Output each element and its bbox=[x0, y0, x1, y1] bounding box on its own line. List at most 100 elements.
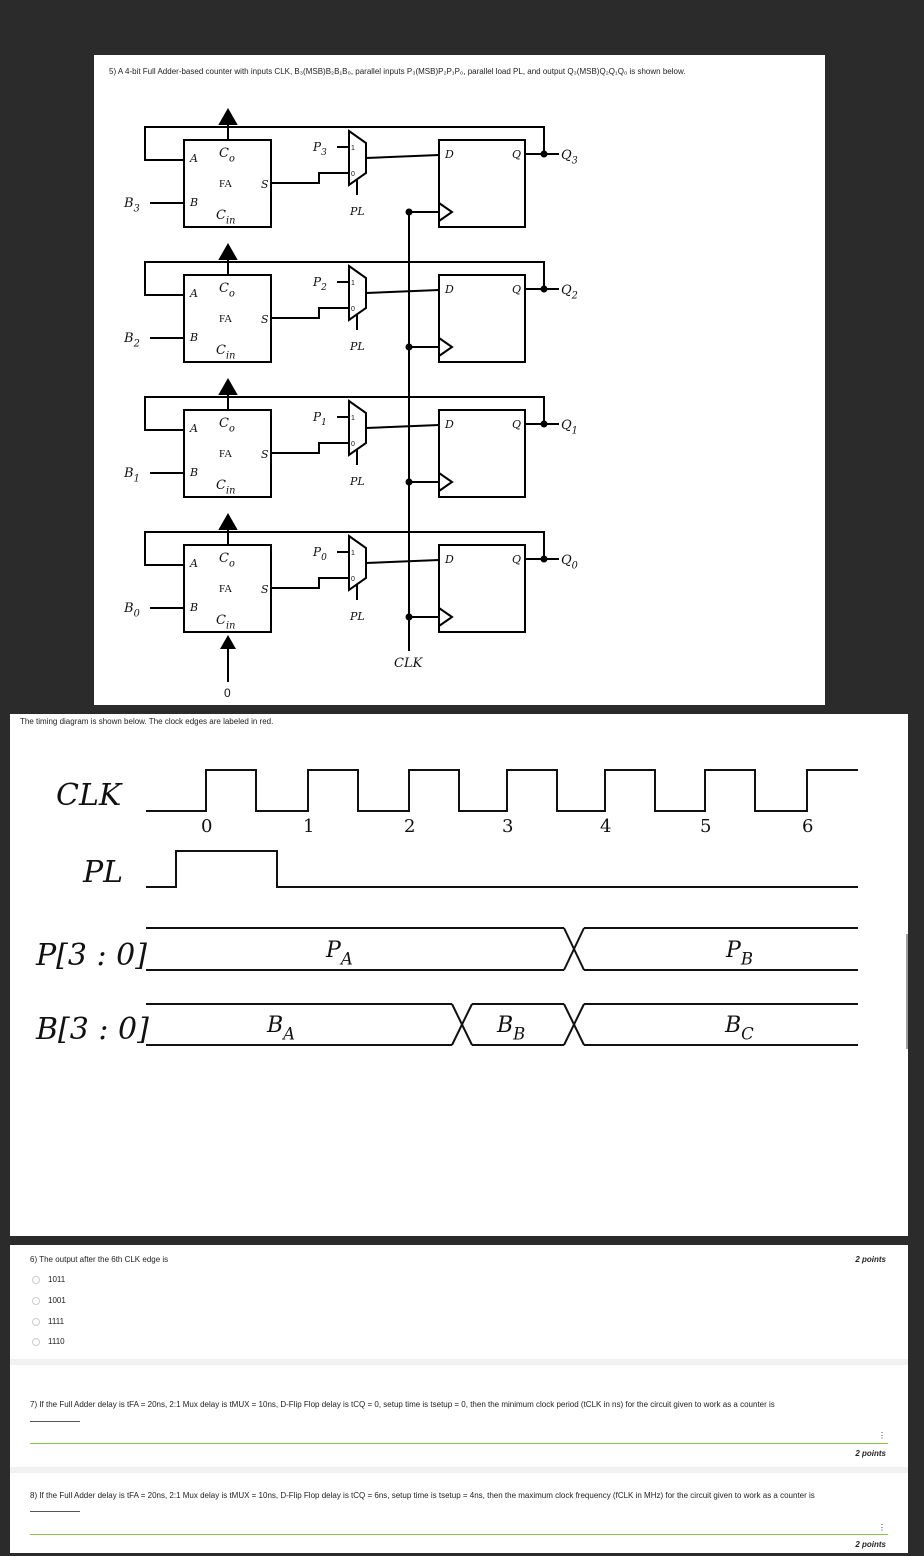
mux-pl-label: PL bbox=[349, 475, 365, 488]
mux-zero-label: 0 bbox=[351, 171, 355, 178]
option-label: 1111 bbox=[48, 1317, 65, 1326]
mux-one-label: 1 bbox=[351, 550, 355, 557]
mux-pl-label: PL bbox=[349, 340, 365, 353]
inline-blank bbox=[30, 1511, 80, 1512]
ff-q-label: Q bbox=[512, 148, 521, 161]
timing-intro: The timing diagram is shown below. The c… bbox=[20, 717, 274, 726]
p-signal-label: P[3 : 0] bbox=[35, 938, 147, 973]
fa-label: FA bbox=[219, 448, 232, 460]
clock-triangle bbox=[438, 337, 454, 357]
fa-label: FA bbox=[219, 178, 232, 190]
mux-output-wire bbox=[365, 154, 440, 159]
b-input-label: B1 bbox=[123, 466, 140, 485]
divider bbox=[10, 1467, 908, 1473]
carry-arrow-icon bbox=[218, 377, 238, 395]
mux-zero-label: 0 bbox=[351, 441, 355, 448]
radio-button[interactable] bbox=[32, 1296, 40, 1305]
question-7-answer-field[interactable] bbox=[30, 1443, 888, 1444]
p-bus-waveform bbox=[146, 927, 858, 971]
p-value-a: PA bbox=[325, 938, 353, 969]
fa-a-label: A bbox=[189, 287, 198, 300]
question-5-text: 5) A 4-bit Full Adder-based counter with… bbox=[109, 67, 686, 76]
pl-waveform bbox=[146, 850, 858, 888]
option-1110[interactable]: 1110 bbox=[32, 1337, 65, 1346]
question-8-answer-field[interactable] bbox=[30, 1534, 888, 1535]
ff-d-label: D bbox=[444, 148, 454, 161]
fa-b-label: B bbox=[189, 331, 198, 344]
carry-in-zero: 0 bbox=[224, 686, 231, 700]
question-7-points: 2 points bbox=[855, 1449, 886, 1458]
question-8-text: 8) If the Full Adder delay is tFA = 20ns… bbox=[30, 1491, 815, 1500]
carry-arrow-icon bbox=[218, 512, 238, 530]
mux-one-label: 1 bbox=[351, 415, 355, 422]
junction-dot bbox=[540, 420, 548, 428]
drag-handle-icon[interactable]: ⋮ bbox=[878, 1523, 886, 1532]
question-8-points: 2 points bbox=[855, 1540, 886, 1549]
radio-button[interactable] bbox=[32, 1275, 40, 1284]
fa-cin-label: Cin bbox=[216, 613, 235, 632]
fa-a-label: A bbox=[189, 422, 198, 435]
mux-shape bbox=[348, 264, 367, 322]
p-value-b: PB bbox=[725, 938, 753, 969]
clk-waveform bbox=[146, 769, 858, 812]
fa-co-label: Co bbox=[219, 146, 235, 165]
option-label: 1001 bbox=[48, 1296, 66, 1305]
option-label: 1011 bbox=[48, 1275, 66, 1284]
clock-edge-label: 3 bbox=[502, 816, 513, 837]
mux-shape bbox=[348, 534, 367, 592]
fa-cin-label: Cin bbox=[216, 343, 235, 362]
fa-s-label: S bbox=[261, 448, 269, 461]
feedback-wire bbox=[144, 261, 545, 296]
drag-handle-icon[interactable]: ⋮ bbox=[878, 1431, 886, 1440]
mux-output-wire bbox=[365, 289, 440, 294]
radio-button[interactable] bbox=[32, 1337, 40, 1346]
junction-dot bbox=[540, 285, 548, 293]
ff-q-label: Q bbox=[512, 283, 521, 296]
clock-edge-label: 1 bbox=[303, 816, 314, 837]
d-flip-flop-box bbox=[438, 409, 526, 498]
fa-b-label: B bbox=[189, 196, 198, 209]
junction-dot bbox=[540, 150, 548, 158]
scrollbar[interactable] bbox=[906, 934, 908, 1049]
mux-one-label: 1 bbox=[351, 145, 355, 152]
b-value-a: BA bbox=[266, 1013, 295, 1044]
ff-d-label: D bbox=[444, 553, 454, 566]
mux-zero-label: 0 bbox=[351, 306, 355, 313]
bus-transition bbox=[563, 927, 585, 971]
fa-co-label: Co bbox=[219, 416, 235, 435]
b-value-c: BC bbox=[724, 1013, 754, 1044]
fa-s-label: S bbox=[261, 178, 269, 191]
p-input-label: P2 bbox=[312, 275, 327, 293]
mux-shape bbox=[348, 399, 367, 457]
b-signal-label: B[3 : 0] bbox=[35, 1012, 149, 1047]
question-7-text: 7) If the Full Adder delay is tFA = 20ns… bbox=[30, 1400, 775, 1409]
mux-pl-label: PL bbox=[349, 205, 365, 218]
fa-b-label: B bbox=[189, 601, 198, 614]
q-output-label: Q1 bbox=[561, 418, 578, 437]
mux-output-wire bbox=[365, 559, 440, 564]
option-1001[interactable]: 1001 bbox=[32, 1296, 66, 1305]
ff-q-label: Q bbox=[512, 418, 521, 431]
fa-co-label: Co bbox=[219, 281, 235, 300]
b-bus-waveform bbox=[146, 1003, 858, 1046]
mux-output-wire bbox=[365, 424, 440, 429]
option-1111[interactable]: 1111 bbox=[32, 1317, 64, 1326]
question-6-points: 2 points bbox=[855, 1255, 886, 1264]
radio-button[interactable] bbox=[32, 1317, 40, 1326]
d-flip-flop-box bbox=[438, 274, 526, 363]
clock-triangle bbox=[438, 472, 454, 492]
divider bbox=[10, 1359, 908, 1365]
option-1011[interactable]: 1011 bbox=[32, 1275, 65, 1284]
inline-blank bbox=[30, 1421, 80, 1422]
fa-cin-label: Cin bbox=[216, 208, 235, 227]
clock-triangle bbox=[438, 607, 454, 627]
mux-one-label: 1 bbox=[351, 280, 355, 287]
sum-wire bbox=[271, 172, 349, 184]
pl-signal-label: PL bbox=[82, 855, 123, 890]
bus-transition bbox=[563, 1003, 585, 1046]
question-6-text: 6) The output after the 6th CLK edge is bbox=[30, 1255, 169, 1264]
fa-cin-label: Cin bbox=[216, 478, 235, 497]
fa-a-label: A bbox=[189, 152, 198, 165]
